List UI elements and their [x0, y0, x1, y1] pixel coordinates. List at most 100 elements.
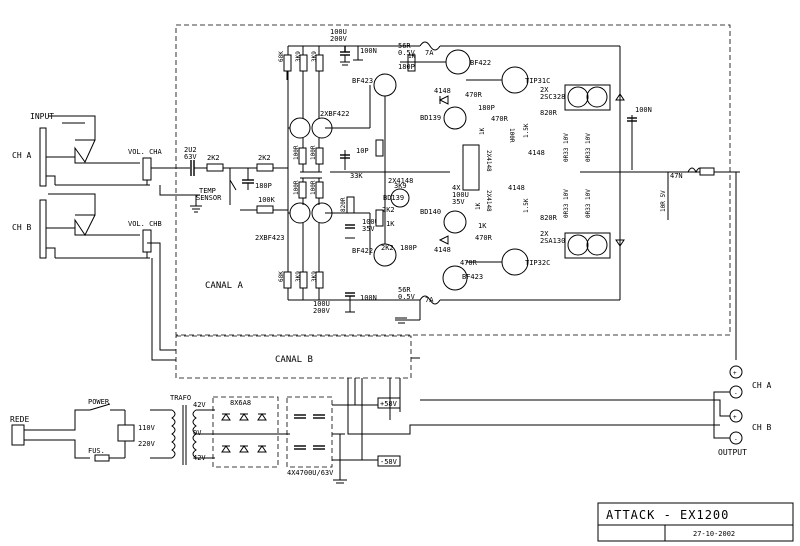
jack-chb: [39, 199, 47, 259]
q-bd140-label: BD140: [420, 208, 441, 216]
r470r-4-label: 470R: [491, 115, 509, 123]
f7a-top-label: 7A: [425, 49, 434, 57]
bridge-label: 8X6A8: [230, 399, 251, 407]
q-bf423-top-label: BF423: [352, 77, 373, 85]
r470r-3-label: 470R: [460, 259, 478, 267]
c180p-label: 180P: [255, 182, 272, 190]
output-label: OUTPUT: [718, 448, 747, 457]
r1k-vert-label: 1K: [479, 127, 486, 135]
r3k9-b2-label: 3K9: [311, 271, 318, 282]
driver-stage: BD139 BD140 4148 4148 180P 1K 1K 470R 47…: [420, 46, 740, 360]
q-bf423-bot-label: BF423: [462, 273, 483, 281]
caps-label: 4X4700U/63V: [287, 469, 334, 477]
c47n-label: 47N: [670, 172, 683, 180]
rede-label: REDE: [10, 415, 29, 424]
r-2k2a-label: 2K2: [207, 154, 220, 162]
r0r33-4-label: 0R33 10V: [585, 189, 592, 218]
q-bf422-top: [445, 49, 471, 75]
vol-chb-label: VOL. CHB: [128, 220, 162, 228]
q-diff-top-label: 2XBF422: [320, 110, 350, 118]
svg-text:-: -: [734, 390, 738, 397]
q-diff-top-1: [289, 117, 311, 139]
r2k2-m2-label: 2K2: [382, 206, 395, 214]
c10p-label: 10P: [356, 147, 369, 155]
c4x100u-block: [462, 144, 480, 191]
v220-label: 220V: [138, 440, 156, 448]
r33k-label: 33K: [350, 172, 363, 180]
input-section: INPUT CH A CH B VOL. CHA VOL. CHB: [12, 112, 180, 361]
r15k-t-label: 1.5K: [523, 123, 530, 138]
r3k9-t1-label: 3K9: [295, 51, 302, 62]
c100n-top-label: 100N: [360, 47, 377, 55]
d4148-4-label: 4148: [528, 149, 545, 157]
r-2k2b: [256, 163, 274, 172]
d2x4148b-label: 2X4148: [485, 150, 492, 172]
v110-label: 110V: [138, 424, 156, 432]
power-supply: REDE POWER FUS. 110V 220V TRAFO 42V 0V 4…: [10, 378, 720, 484]
r-2k2a: [206, 163, 224, 172]
cap-bank-box: [286, 396, 333, 468]
power-label: POWER: [88, 398, 110, 406]
mains-plug: [11, 424, 25, 446]
canal-b-boundary: [175, 335, 412, 379]
canal-a-label: CANAL A: [205, 281, 244, 291]
schematic-title: ATTACK - EX1200: [606, 508, 729, 522]
v42a-label: 42V: [193, 401, 206, 409]
r470r-1-label: 470R: [465, 91, 483, 99]
output-cha-plus: [729, 365, 743, 379]
output-section: + - CH A + - CH B OUTPUT: [411, 357, 771, 457]
r1k-bot-label: 1K: [475, 202, 482, 210]
r820r-b-label: 820R: [540, 214, 558, 222]
r1k-m2-label: 1K: [478, 222, 487, 230]
r0r33-1-label: 0R33 10V: [563, 133, 570, 162]
r0r33-2-label: 0R33 10V: [585, 133, 592, 162]
vol-cha-pot: [142, 157, 152, 181]
trafo-primary: [171, 409, 176, 459]
canal-a-boundary: [175, 24, 731, 336]
r-2k2b-label: 2K2: [258, 154, 271, 162]
svg-text:-: -: [734, 436, 738, 443]
q-bd140: [443, 210, 467, 234]
r2k2-m-label: 2K2: [381, 244, 394, 252]
r15k-b-label: 1.5K: [523, 198, 530, 213]
svg-text:+: +: [733, 414, 737, 421]
c180p-t-label: 180P: [398, 63, 415, 71]
r3k9-b1-label: 3K9: [295, 271, 302, 282]
r68k-bot-label: 68K: [278, 271, 285, 282]
q-bd139b-label: BD139: [383, 194, 404, 202]
canal-b-label: CANAL B: [275, 355, 313, 365]
d4148-2-label: 4148: [434, 246, 451, 254]
q-bd139-label: BD139: [420, 114, 441, 122]
bridge-diodes: [221, 413, 267, 453]
r-100k-label: 100K: [258, 196, 276, 204]
r3k9-m-label: 3K9: [394, 182, 407, 190]
r820r-label: 820R: [340, 197, 347, 212]
d2x4148a-label: 2X4148: [388, 177, 413, 185]
r3k9-t2-label: 3K9: [311, 51, 318, 62]
c100n-bot-label: 100N: [360, 294, 377, 302]
c180p-m-label: 180P: [478, 104, 495, 112]
d4148-3-label: 4148: [508, 184, 525, 192]
r820r-t-label: 820R: [540, 109, 558, 117]
q-bd139: [443, 106, 467, 130]
cha-input-label: CH A: [12, 151, 31, 160]
r100r-c-label: 100R: [293, 180, 300, 195]
r10r-label: 10R 5V: [660, 190, 667, 212]
d2x4148c-label: 2X4148: [485, 190, 492, 212]
r1k-top-label: 1K: [408, 53, 416, 60]
q-bf423-bot: [442, 265, 468, 291]
voltage-switch: [117, 424, 135, 442]
q-bd139b: [390, 188, 410, 208]
minus-rail-tag: [377, 455, 401, 467]
q-bf422-bot-label: BF422: [352, 247, 373, 255]
q-bf422-top-label: BF422: [470, 59, 491, 67]
title-block: ATTACK - EX1200 27-10-2002: [597, 502, 794, 542]
